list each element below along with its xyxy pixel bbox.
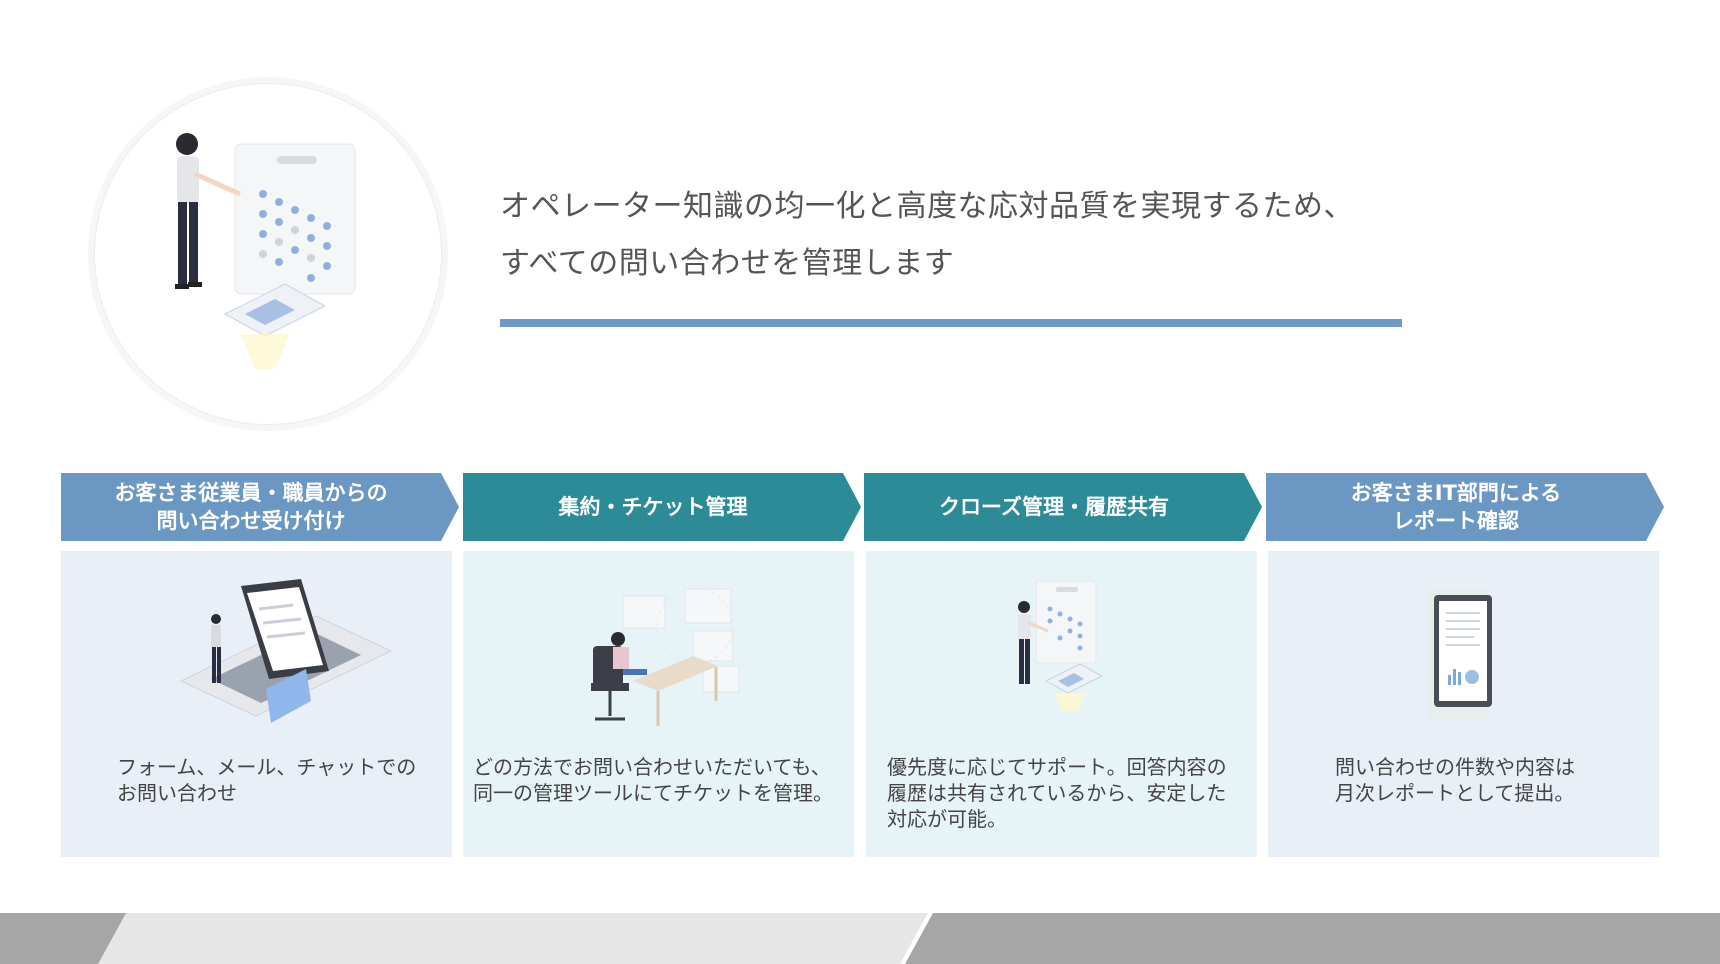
step-4-desc-line-2: 月次レポートとして提出。: [1335, 781, 1575, 805]
laptop-icon: [179, 579, 393, 723]
footer-band-middle: [98, 913, 928, 964]
step-2-header: 集約・チケット管理: [463, 473, 861, 541]
step-3-panel: 優先度に応じてサポート。回答内容の 履歴は共有されているから、安定した 対応が可…: [866, 551, 1257, 857]
step-1-title-line-1: お客さま従業員・職員からの: [114, 481, 388, 505]
step-2-panel: どの方法でお問い合わせいただいても、 同一の管理ツールにてチケットを管理。: [463, 551, 854, 857]
footer-band-right: [905, 913, 1720, 964]
step-3-description: 優先度に応じてサポート。回答内容の 履歴は共有されているから、安定した 対応が可…: [887, 754, 1278, 832]
headline-line-1: オペレーター知識の均一化と高度な応対品質を実現するため、: [500, 189, 1354, 224]
step-4-description: 問い合わせの件数や内容は 月次レポートとして提出。: [1335, 754, 1720, 806]
headline: オペレーター知識の均一化と高度な応対品質を実現するため、 すべての問い合わせを管…: [500, 178, 1460, 292]
step-2-title-line-1: 集約・チケット管理: [558, 495, 748, 519]
person-calendar-icon: [175, 133, 356, 369]
step-1-title-line-2: 問い合わせ受け付け: [156, 509, 346, 533]
step-1-panel: フォーム、メール、チャットでの お問い合わせ: [61, 551, 452, 857]
step-4-title-line-2: レポート確認: [1392, 509, 1519, 533]
step-1-description: フォーム、メール、チャットでの お問い合わせ: [117, 754, 508, 806]
headline-line-2: すべての問い合わせを管理します: [500, 246, 955, 281]
step-1-desc-line-2: お問い合わせ: [117, 781, 237, 805]
tablet-report-icon: [1428, 589, 1492, 719]
step-3-desc-line-3: 対応が可能。: [887, 807, 1007, 831]
step-4-panel: 問い合わせの件数や内容は 月次レポートとして提出。: [1268, 551, 1659, 857]
step-1-desc-line-1: フォーム、メール、チャットでの: [117, 755, 417, 779]
hero-illustration: [94, 83, 442, 425]
step-4-header: お客さまIT部門による レポート確認: [1266, 473, 1664, 541]
step-1-header: お客さま従業員・職員からの 問い合わせ受け付け: [61, 473, 459, 541]
step-4-title-line-1: お客さまIT部門による: [1350, 481, 1562, 505]
step-3-header: クローズ管理・履歴共有: [864, 473, 1262, 541]
desk-worker-icon: [591, 587, 740, 726]
step-3-desc-line-1: 優先度に応じてサポート。回答内容の: [887, 755, 1227, 779]
step-2-description: どの方法でお問い合わせいただいても、 同一の管理ツールにてチケットを管理。: [473, 754, 864, 806]
step-2-desc-line-1: どの方法でお問い合わせいただいても、: [473, 755, 831, 779]
step-2-desc-line-2: 同一の管理ツールにてチケットを管理。: [473, 781, 833, 805]
step-3-title-line-1: クローズ管理・履歴共有: [939, 495, 1169, 519]
step-3-desc-line-2: 履歴は共有されているから、安定した: [887, 781, 1227, 805]
step-4-desc-line-1: 問い合わせの件数や内容は: [1335, 755, 1575, 779]
headline-divider: [500, 319, 1402, 327]
person-calendar-icon: [1018, 580, 1104, 711]
